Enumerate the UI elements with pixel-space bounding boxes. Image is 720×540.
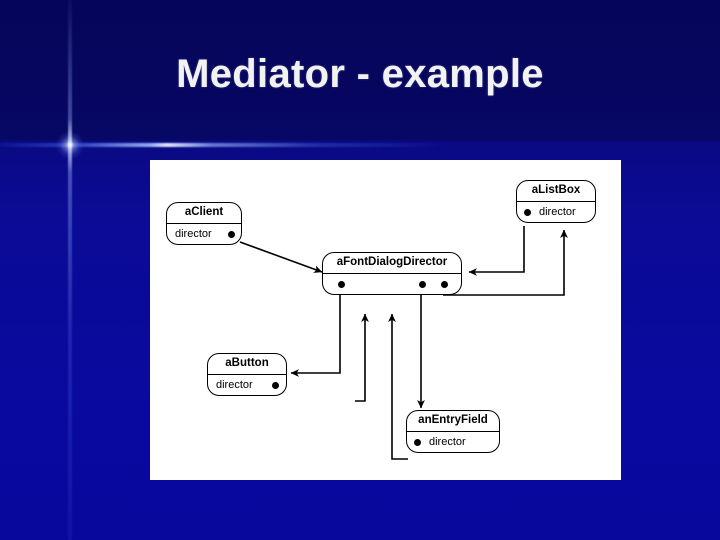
object-abutton-slot-director: director [208, 375, 286, 395]
object-afontdialogdirector-reference-dot-3 [441, 280, 448, 288]
object-anentryfield[interactable]: anEntryField director [406, 410, 500, 453]
link-anentryfield-to-director [388, 313, 408, 460]
object-afontdialogdirector-reference-dot-2 [419, 280, 426, 288]
link-abutton-to-director [355, 313, 369, 402]
object-aclient-slot-director: director [167, 224, 241, 244]
object-alistbox-slot-label: director [539, 206, 576, 218]
object-abutton-label: aButton [208, 354, 286, 375]
object-aclient-reference-dot [228, 230, 235, 238]
slide-background-top [0, 0, 720, 140]
object-abutton-slot-label: director [216, 379, 253, 391]
object-abutton-reference-dot [272, 381, 279, 389]
link-director-to-abutton [290, 295, 341, 377]
sparkle-horizontal-beam [0, 143, 440, 147]
object-aclient-slot-label: director [175, 228, 212, 240]
object-anentryfield-slot-label: director [429, 436, 466, 448]
link-aclient-to-director [239, 241, 323, 273]
object-diagram: aClient director aListBox director aFont… [150, 160, 621, 480]
object-anentryfield-reference-dot [414, 438, 421, 446]
object-alistbox-reference-dot [524, 208, 531, 216]
slide-title: Mediator - example [176, 52, 544, 96]
link-director-to-alistbox [443, 229, 568, 296]
diagram-panel: aClient director aListBox director aFont… [150, 160, 621, 480]
object-alistbox[interactable]: aListBox director [516, 180, 596, 223]
sparkle-vertical-beam [68, 0, 72, 540]
object-aclient-label: aClient [167, 203, 241, 224]
object-anentryfield-slot-director: director [407, 432, 499, 452]
object-alistbox-label: aListBox [517, 181, 595, 202]
sparkle-center-glow [56, 131, 84, 159]
object-anentryfield-label: anEntryField [407, 411, 499, 432]
object-afontdialogdirector-reference-dot-1 [338, 280, 345, 288]
object-abutton[interactable]: aButton director [207, 353, 287, 396]
object-afontdialogdirector-slot [323, 274, 461, 294]
object-afontdialogdirector-label: aFontDialogDirector [323, 253, 461, 274]
object-aclient[interactable]: aClient director [166, 202, 242, 245]
link-alistbox-to-director [468, 226, 525, 276]
object-afontdialogdirector[interactable]: aFontDialogDirector [322, 252, 462, 295]
object-alistbox-slot-director: director [517, 202, 595, 222]
diagram-connectors [239, 226, 568, 460]
